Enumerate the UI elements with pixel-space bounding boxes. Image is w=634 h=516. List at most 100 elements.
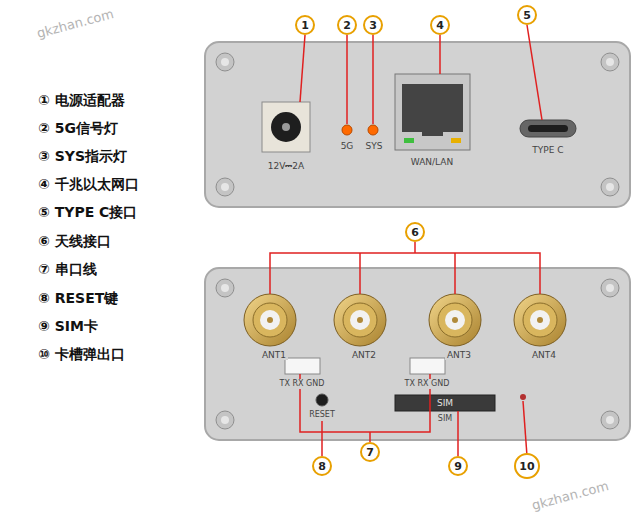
- serial-connector: [410, 358, 445, 374]
- ethernet-port: [402, 84, 463, 132]
- legend-item: ⑧ RESET键: [38, 290, 118, 306]
- legend-item: ③ SYS指示灯: [38, 148, 127, 164]
- callout-number-text: 2: [343, 20, 351, 31]
- antenna-connector: [350, 310, 370, 330]
- callout-number-text: 9: [454, 461, 462, 472]
- antenna-connector: [244, 294, 566, 346]
- pin-label: TX RX GND: [278, 379, 327, 388]
- callout-number-text: 4: [436, 20, 444, 31]
- slot-label: SIM: [435, 398, 455, 408]
- led: [342, 125, 378, 135]
- screw: [606, 284, 614, 292]
- leader-line: [270, 25, 542, 456]
- legend-item: ① 电源适配器: [38, 92, 125, 108]
- eject-hole: [520, 394, 526, 400]
- reset-button: [316, 394, 328, 406]
- leader-line: [321, 421, 323, 456]
- legend-item: ② 5G信号灯: [38, 120, 118, 136]
- led-label: SYS: [364, 141, 385, 151]
- usb-c-port: [528, 125, 568, 132]
- screw: [601, 411, 619, 429]
- antenna-label: ANT3: [445, 350, 473, 360]
- led-label: 5G: [339, 141, 356, 151]
- antenna-label: ANT2: [350, 350, 378, 360]
- eject-hole: [520, 394, 526, 400]
- leader-line: [300, 35, 305, 102]
- screw: [601, 279, 619, 297]
- port-label: TYPE C: [530, 145, 565, 155]
- leader-line: [527, 25, 542, 120]
- antenna-connector: [523, 303, 557, 337]
- leader-line: [523, 401, 527, 456]
- callout-number: 5: [517, 5, 537, 25]
- callout-number: 9: [448, 456, 468, 476]
- antenna-connector: [530, 310, 550, 330]
- screw: [606, 416, 614, 424]
- screw: [606, 183, 614, 191]
- button-label: RESET: [307, 410, 337, 419]
- port-label: 12V⎓2A: [266, 161, 307, 171]
- callout-number: 1: [295, 15, 315, 35]
- callout-number-text: 5: [523, 10, 531, 21]
- screw: [601, 178, 619, 196]
- callout-number: 6: [405, 222, 425, 242]
- antenna-connector: [244, 294, 296, 346]
- rear-panel: [205, 268, 630, 440]
- callout-number-text: 7: [366, 447, 374, 458]
- antenna-connector: [445, 310, 465, 330]
- leader-line: [346, 35, 348, 124]
- ethernet-port: [451, 138, 461, 143]
- callout-number-text: 6: [411, 227, 419, 238]
- ethernet-port: [422, 126, 443, 136]
- reset-button: [316, 394, 328, 406]
- antenna-connector: [514, 294, 566, 346]
- slot-label: SIM: [436, 414, 454, 423]
- sim-slot: [395, 395, 495, 411]
- antenna-connector: [452, 317, 458, 323]
- callout-number: 2: [337, 15, 357, 35]
- antenna-connector: [429, 294, 481, 346]
- callout-number-text: 8: [318, 461, 326, 472]
- screw: [221, 284, 229, 292]
- antenna-label: ANT1: [260, 350, 288, 360]
- watermark: gkzhan.com: [530, 479, 610, 514]
- screw: [221, 416, 229, 424]
- legend-item: ⑤ TYPE C接口: [38, 204, 137, 220]
- screw: [221, 183, 229, 191]
- leader-line: [372, 35, 374, 124]
- legend-item: ④ 千兆以太网口: [38, 176, 139, 192]
- legend-item: ⑩ 卡槽弹出口: [38, 346, 125, 362]
- callout-number: 4: [430, 15, 450, 35]
- ethernet-port: [395, 74, 470, 150]
- antenna-connector: [343, 303, 377, 337]
- legend-item: ⑦ 串口线: [38, 261, 97, 277]
- ethernet-port: [395, 74, 470, 150]
- screw: [216, 53, 234, 71]
- power-jack: [262, 102, 310, 152]
- screw: [216, 411, 234, 429]
- callout-number: 7: [360, 442, 380, 462]
- leader-line: [369, 432, 371, 442]
- screw: [216, 279, 234, 297]
- usb-c-port: [520, 120, 576, 137]
- ethernet-port: [404, 138, 414, 143]
- antenna-connector: [253, 303, 287, 337]
- leader-line: [439, 35, 441, 74]
- pin-label: TX RX GND: [403, 379, 452, 388]
- callout-number-text: 1: [301, 20, 309, 31]
- sim-slot: [395, 395, 495, 411]
- legend-item: ⑨ SIM卡: [38, 318, 98, 334]
- antenna-connector: [267, 317, 273, 323]
- screw: [601, 53, 619, 71]
- antenna-connector: [357, 317, 363, 323]
- antenna-label: ANT4: [530, 350, 558, 360]
- callout-number-text: 3: [369, 20, 377, 31]
- antenna-connector: [537, 317, 543, 323]
- watermark: gkzhan.com: [35, 7, 115, 42]
- screw: [216, 53, 619, 196]
- rear-panel: [205, 268, 630, 440]
- led: [342, 125, 352, 135]
- serial-connector: [285, 358, 445, 374]
- antenna-connector: [334, 294, 386, 346]
